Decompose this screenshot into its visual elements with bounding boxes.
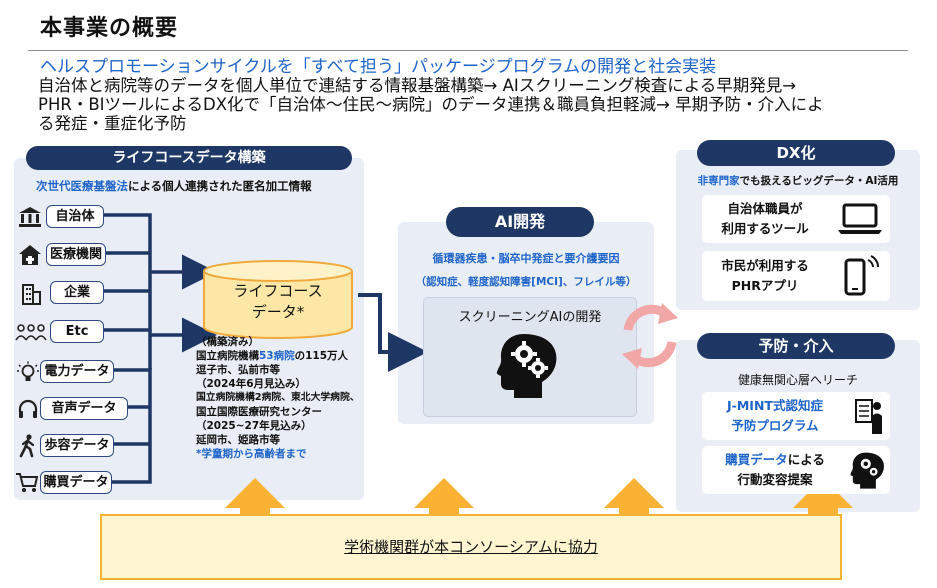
office-building-icon: [20, 283, 42, 309]
law-suffix: による個人連携された匿名加工情報: [128, 179, 312, 193]
government-building-icon: [18, 206, 42, 232]
title-divider: [28, 50, 908, 51]
head-gears-icon: [496, 332, 560, 402]
database-label-line1: ライフコース: [233, 282, 323, 300]
ai-target-line1: 循環器疾患・脳卒中発症と要介護要因: [432, 252, 620, 265]
page-title: 本事業の概要: [40, 16, 179, 41]
note-line: 国立病院機構53病院の115万人: [196, 349, 364, 363]
source-tag-company: 企業: [50, 281, 104, 304]
ai-header: AI開発: [446, 207, 594, 237]
consortium-text: 学術機関群が本コンソーシアムに協力: [344, 538, 598, 556]
note-line: 国立病院機構2病院、東北大学病院、: [196, 392, 360, 403]
prevention-card2-suffix: による: [787, 452, 825, 467]
prevention-card1-line2: 予防プログラム: [731, 418, 819, 433]
description: 自治体と病院等のデータを個人単位で連結する情報基盤構築→ AIスクリーニング検査…: [38, 76, 918, 133]
lifecourse-notes: （構築済み） 国立病院機構53病院の115万人 逗子市、弘前市等 （2024年6…: [196, 335, 364, 461]
lifecourse-database: ライフコース データ*: [202, 259, 354, 341]
note-line: （構築済み）: [196, 336, 259, 348]
description-line: る発症・重症化予防: [38, 114, 187, 133]
note-line: *学童期から高齢者まで: [196, 448, 307, 460]
dx-card-staff-tool: 自治体職員が 利用するツール: [702, 195, 890, 243]
ai-box: スクリーニングAIの開発: [423, 297, 637, 417]
source-tag-etc: Etc: [50, 320, 104, 343]
laptop-icon: [836, 203, 884, 239]
hospital-icon: [18, 244, 42, 270]
prevention-card-jmint: J-MINT式認知症 予防プログラム: [702, 392, 890, 440]
dx-subtitle-highlight: 非専門家: [697, 175, 740, 187]
consortium-banner: 学術機関群が本コンソーシアムに協力: [100, 514, 842, 580]
description-line: 自治体と病院等のデータを個人単位で連結する情報基盤構築→ AIスクリーニング検査…: [38, 76, 797, 95]
sensor-tag-gait: 歩容データ: [40, 434, 114, 457]
dx-card2-line2: PHRアプリ: [731, 278, 799, 293]
dx-subtitle: 非専門家でも扱えるビッグデータ・AI活用: [676, 173, 920, 188]
note-segment: の115万人: [294, 350, 349, 362]
sensor-tag-purchase: 購買データ: [40, 471, 112, 494]
note-line: 逗子市、弘前市等: [196, 364, 280, 376]
database-label-line2: データ*: [251, 303, 305, 321]
source-tag-hospital: 医療機関: [46, 243, 106, 266]
lifecourse-law-text: 次世代医療基盤法による個人連携された匿名加工情報: [36, 178, 312, 194]
note-line: 国立国際医療研究センター: [196, 406, 322, 418]
ai-box-label: スクリーニングAIの開発: [458, 310, 602, 325]
headphones-icon: [17, 398, 39, 424]
prevention-card2-line2: 行動変容提案: [737, 472, 813, 487]
prevention-subtitle: 健康無関心層へリーチ: [737, 373, 858, 387]
dx-card1-line2: 利用するツール: [721, 221, 809, 236]
light-bulb-icon: [16, 361, 40, 389]
shopping-cart-icon: [15, 471, 39, 497]
dx-card1-line1: 自治体職員が: [727, 201, 803, 216]
dx-header: DX化: [697, 140, 895, 166]
dx-card2-line1: 市民が利用する: [721, 258, 809, 273]
smartphone-icon: [840, 254, 880, 302]
subtitle: ヘルスプロモーションサイクルを「すべて担う」パッケージプログラムの開発と社会実装: [40, 57, 717, 77]
source-tag-municipality: 自治体: [46, 205, 104, 228]
dx-card-phr-app: 市民が利用する PHRアプリ: [702, 251, 890, 301]
law-name: 次世代医療基盤法: [36, 179, 128, 193]
note-line: 延岡市、姫路市等: [196, 434, 280, 446]
walking-person-icon: [17, 434, 39, 462]
prevention-header: 予防・介入: [697, 333, 895, 359]
cycle-arrows-icon: [616, 300, 684, 376]
head-gears-icon: [850, 450, 886, 494]
ai-target-line2: （認知症、軽度認知障害[MCI]、フレイル等）: [415, 276, 637, 288]
prevention-card-behavior: 購買データによる 行動変容提案: [702, 446, 890, 494]
description-line: PHR・BIツールによるDX化で「自治体～住民～病院」のデータ連携＆職員負担軽減…: [38, 95, 824, 114]
sensor-tag-voice: 音声データ: [40, 397, 128, 420]
note-line: （2024年6月見込み）: [196, 378, 307, 390]
lifecourse-header: ライフコースデータ構築: [26, 146, 352, 170]
sensor-tag-power: 電力データ: [40, 360, 114, 383]
note-highlight: 53病院: [259, 350, 295, 362]
note-segment: 国立病院機構: [196, 350, 259, 362]
prevention-card2-line1: 購買データによる: [706, 450, 844, 470]
document-person-icon: [854, 396, 884, 440]
people-group-icon: [15, 323, 47, 345]
purchase-data-highlight: 購買データ: [725, 452, 788, 467]
support-arrows: [225, 478, 853, 516]
dx-subtitle-text: でも扱えるビッグデータ・AI活用: [739, 175, 899, 187]
prevention-card1-line1: J-MINT式認知症: [727, 398, 823, 413]
note-line: （2025~27年見込み）: [196, 420, 312, 432]
